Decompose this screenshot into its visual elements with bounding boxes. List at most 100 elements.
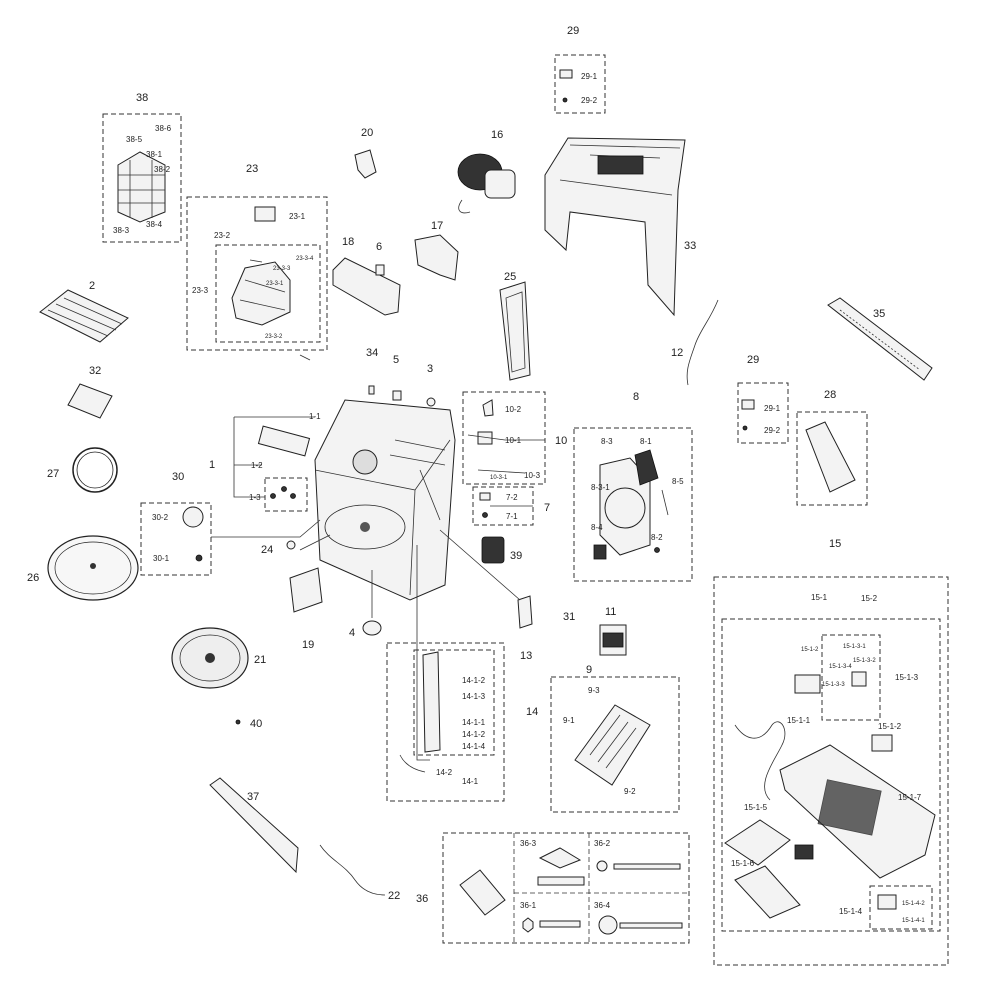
part-17-bracket	[414, 234, 459, 281]
group-box-15-1-4	[869, 885, 933, 930]
label-8: 8	[633, 391, 639, 403]
part-29-1b	[741, 399, 755, 410]
label-10-1: 10-1	[505, 436, 522, 445]
label-10: 10	[555, 435, 567, 447]
label-38-4: 38-4	[146, 220, 163, 229]
part-26-turntable-tray	[47, 535, 139, 601]
part-12-power-cord	[686, 299, 719, 386]
label-15-1-3-1: 15-1-3-1	[843, 644, 866, 650]
label-21: 21	[254, 654, 266, 666]
label-29b: 29	[747, 354, 759, 366]
part-36-bag	[459, 869, 506, 916]
label-23-2: 23-2	[214, 231, 231, 240]
part-1-3-clips	[270, 486, 296, 499]
part-25-frame	[499, 281, 531, 381]
label-35: 35	[873, 308, 885, 320]
label-15-1-4: 15-1-4	[839, 907, 863, 916]
label-15-1-7: 15-1-7	[898, 793, 922, 802]
label-8-3: 8-3	[601, 437, 613, 446]
group-box-15	[713, 576, 949, 966]
label-36-4: 36-4	[594, 901, 611, 910]
group-box-14-1	[413, 649, 495, 756]
part-7-2	[479, 492, 491, 501]
label-6: 6	[376, 241, 382, 253]
label-15-1-2a: 15-1-2	[801, 647, 819, 653]
label-9-2: 9-2	[624, 787, 636, 796]
label-29-2a: 29-2	[581, 96, 598, 105]
label-15-1-3: 15-1-3	[895, 673, 919, 682]
part-4-motor	[362, 620, 382, 636]
group-box-29b	[737, 382, 789, 444]
label-30-2: 30-2	[152, 513, 169, 522]
part-35-rail	[827, 297, 933, 381]
label-2: 2	[89, 280, 95, 292]
part-19-plate	[289, 567, 323, 613]
label-38-5: 38-5	[126, 135, 143, 144]
label-8-5: 8-5	[672, 477, 684, 486]
label-34: 34	[366, 347, 378, 359]
label-10-3: 10-3	[524, 471, 541, 480]
part-27-roller-ring	[72, 447, 118, 493]
label-14: 14	[526, 706, 538, 718]
part-20-clip	[354, 149, 377, 179]
label-14-1: 14-1	[462, 777, 479, 786]
part-30-1	[195, 554, 203, 562]
part-14-harness	[399, 651, 441, 773]
label-29-2b: 29-2	[764, 426, 781, 435]
label-5: 5	[393, 354, 399, 366]
label-7-1: 7-1	[506, 512, 518, 521]
label-26: 26	[27, 572, 39, 584]
label-23-3-3: 23-3-3	[273, 266, 291, 272]
label-14-1-2a: 14-1-2	[462, 676, 486, 685]
label-15: 15	[829, 538, 841, 550]
part-18-duct	[332, 257, 401, 316]
part-40-screw	[235, 719, 241, 725]
part-2-grease-filter	[39, 289, 129, 343]
label-27: 27	[47, 468, 59, 480]
label-23-3-1: 23-3-1	[266, 281, 284, 287]
part-36-3-strap	[537, 876, 585, 886]
label-9-1: 9-1	[563, 716, 575, 725]
part-36-1-bolt	[522, 917, 581, 933]
label-9-3: 9-3	[588, 686, 600, 695]
label-1-2: 1-2	[251, 461, 263, 470]
label-30-1: 30-1	[153, 554, 170, 563]
part-5	[392, 390, 402, 401]
label-22: 22	[388, 890, 400, 902]
label-10-2: 10-2	[505, 405, 522, 414]
label-40: 40	[250, 718, 262, 730]
label-15-1-1: 15-1-1	[787, 716, 811, 725]
label-36-2: 36-2	[594, 839, 611, 848]
label-1-3: 1-3	[249, 493, 261, 502]
label-3: 3	[427, 363, 433, 375]
part-10-3	[477, 469, 526, 474]
label-36-1: 36-1	[520, 901, 537, 910]
label-23-3: 23-3	[192, 286, 209, 295]
label-33: 33	[684, 240, 696, 252]
label-8-4: 8-4	[591, 523, 603, 532]
part-28-tray	[805, 421, 856, 493]
part-22-wire	[319, 844, 386, 896]
part-23-1	[254, 206, 276, 222]
label-15-2: 15-2	[861, 594, 878, 603]
label-15-1-2b: 15-1-2	[878, 722, 902, 731]
label-16: 16	[491, 129, 503, 141]
group-box-28	[796, 411, 868, 506]
label-8-1: 8-1	[640, 437, 652, 446]
label-23-3-4: 23-3-4	[296, 256, 314, 262]
group-box-38	[102, 113, 182, 243]
label-17: 17	[431, 220, 443, 232]
label-39: 39	[510, 550, 522, 562]
group-box-30	[140, 502, 212, 576]
part-38-bracket	[117, 151, 166, 223]
label-38: 38	[136, 92, 148, 104]
label-7: 7	[544, 502, 550, 514]
part-24	[286, 540, 296, 550]
part-37-door-trim	[209, 777, 299, 874]
label-29-1a: 29-1	[581, 72, 598, 81]
label-38-1: 38-1	[146, 150, 163, 159]
group-box-15-1	[721, 618, 941, 932]
label-23-3-2: 23-3-2	[265, 334, 283, 340]
part-36-2-bolt	[596, 860, 681, 872]
label-14-1-3: 14-1-3	[462, 692, 486, 701]
